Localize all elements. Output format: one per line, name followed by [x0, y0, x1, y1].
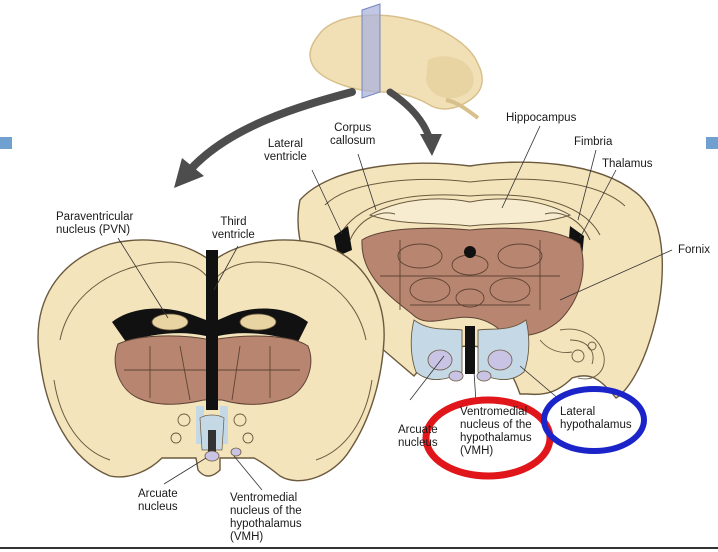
left-edge-mark: [0, 137, 12, 149]
right-arrowhead: [420, 134, 442, 156]
right-edge-mark: [706, 137, 718, 149]
vmh-right-label: Ventromedial nucleus of the hypothalamus…: [460, 406, 532, 458]
fornix-label: Fornix: [678, 244, 710, 257]
rat-brain-icon: [310, 15, 482, 118]
arcuate-nucleus-right-label: Arcuate nucleus: [398, 424, 438, 450]
lateral-hypothalamus-label: Lateral hypothalamus: [560, 406, 632, 432]
thalamus-label: Thalamus: [602, 158, 653, 171]
hippocampus-label: Hippocampus: [506, 112, 576, 125]
arcuate-nucleus-left-label: Arcuate nucleus: [138, 488, 178, 514]
corpus-callosum-label: Corpus callosum: [330, 122, 375, 148]
section-plane-icon: [362, 4, 380, 98]
bottom-divider: [0, 547, 718, 549]
paraventricular-label: Paraventricular nucleus (PVN): [56, 211, 133, 237]
left-coronal-section: [38, 238, 384, 490]
third-ventricle-label: Third ventricle: [212, 216, 255, 242]
fimbria-label: Fimbria: [574, 136, 612, 149]
vmh-left-label: Ventromedial nucleus of the hypothalamus…: [230, 492, 302, 544]
lateral-ventricle-label: Lateral ventricle: [264, 138, 307, 164]
